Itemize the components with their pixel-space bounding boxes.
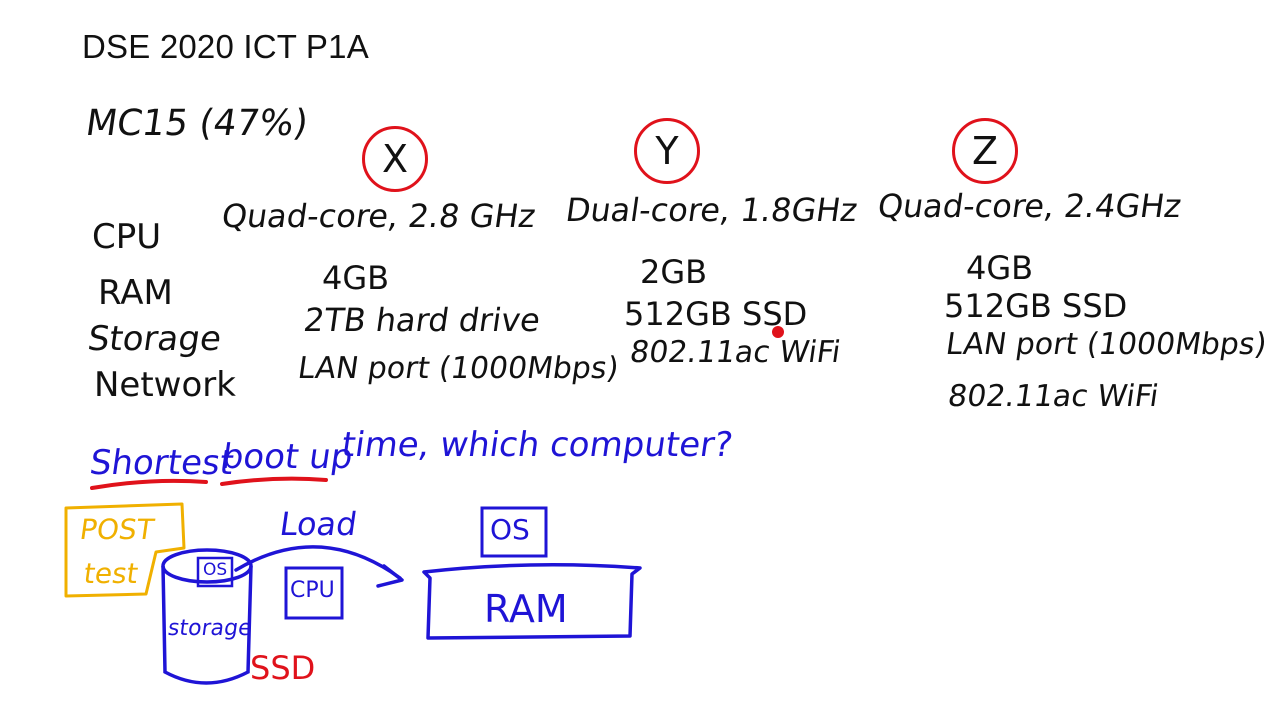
test-label: test xyxy=(81,557,141,590)
row-label-cpu: CPU xyxy=(92,217,162,257)
z-ram-spec: 4GB xyxy=(966,249,1034,287)
storage-cylinder-body xyxy=(161,565,253,685)
storage-label: storage xyxy=(166,616,254,641)
computer-x-label: X xyxy=(362,126,428,192)
y-ram-spec: 2GB xyxy=(640,253,708,291)
row-label-network: Network xyxy=(94,365,236,405)
page-title: DSE 2020 ICT P1A xyxy=(82,28,369,65)
load-arrowhead xyxy=(376,564,404,588)
cpu-box xyxy=(284,566,344,620)
storage-os-box xyxy=(196,556,234,588)
ssd-label: SSD xyxy=(250,649,316,687)
ram-block xyxy=(422,563,642,640)
post-test-box xyxy=(64,502,186,598)
y-storage-spec: 512GB SSD xyxy=(624,295,808,333)
load-arrow xyxy=(234,545,402,580)
z-storage-spec: 512GB SSD xyxy=(944,287,1128,325)
x-ram-spec: 4GB xyxy=(322,259,390,297)
load-label: Load xyxy=(277,505,360,543)
post-label: POST xyxy=(77,513,157,546)
computer-y-label: Y xyxy=(634,118,700,184)
underline-bootup xyxy=(220,476,328,486)
ram-label: RAM xyxy=(484,587,568,631)
pointer-dot xyxy=(772,326,784,338)
cpu-label: CPU xyxy=(290,578,335,603)
row-label-ram: RAM xyxy=(98,273,173,313)
storage-os-label: OS xyxy=(203,560,228,580)
os-label: OS xyxy=(490,513,530,546)
os-box xyxy=(480,506,548,558)
underline-shortest xyxy=(90,478,208,490)
computer-z-label: Z xyxy=(952,118,1018,184)
